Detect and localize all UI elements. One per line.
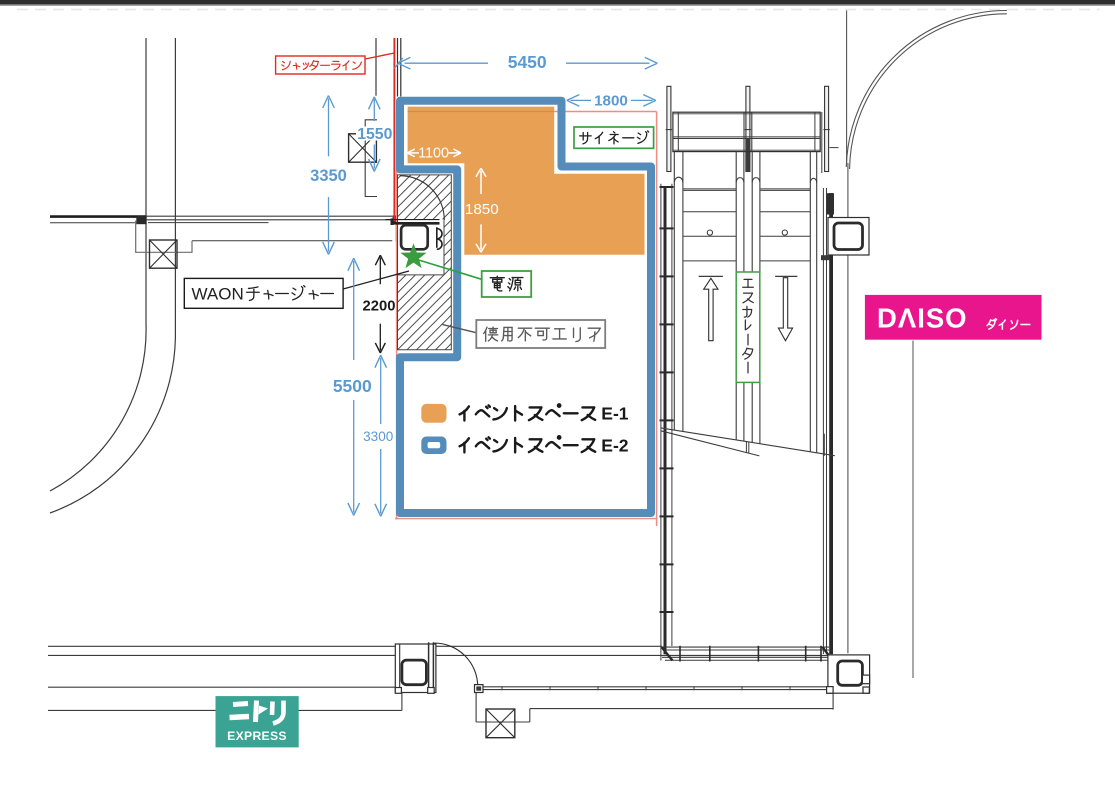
svg-text:EXPRESS: EXPRESS: [227, 729, 287, 743]
svg-text:3350: 3350: [310, 167, 347, 185]
svg-text:E-1: E-1: [601, 404, 629, 424]
svg-text:1100: 1100: [418, 146, 449, 162]
svg-text:E-2: E-2: [601, 436, 629, 456]
svg-text:2200: 2200: [363, 299, 396, 315]
svg-text:1850: 1850: [465, 201, 499, 218]
svg-text:3300: 3300: [363, 429, 393, 444]
svg-text:5500: 5500: [333, 376, 372, 396]
svg-text:1550: 1550: [357, 126, 392, 143]
svg-text:1800: 1800: [594, 93, 628, 110]
svg-text:WAON: WAON: [192, 284, 244, 303]
svg-text:5450: 5450: [508, 52, 547, 72]
svg-text:DΛISO: DΛISO: [877, 303, 968, 334]
